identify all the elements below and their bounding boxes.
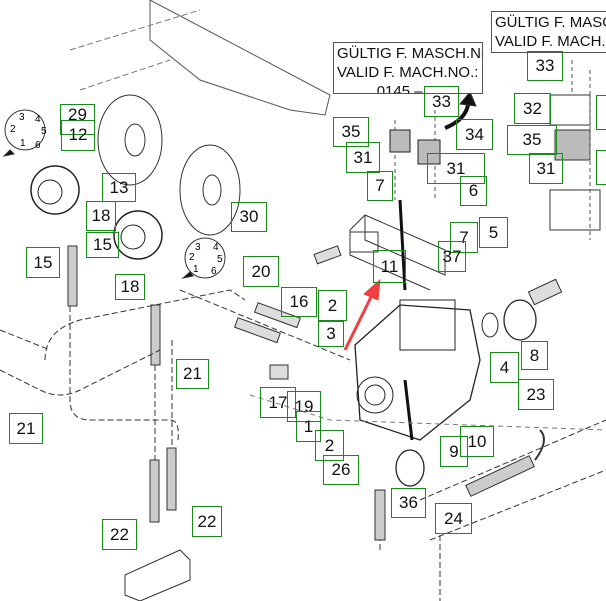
callout-5[interactable]: 5 [479,217,508,248]
callout-7[interactable]: 7 [450,222,478,253]
callout-34[interactable]: 34 [456,119,493,150]
hub-12 [30,165,80,215]
validity-note-line: VALID F. MACH.NO.: [337,64,479,81]
dial-left [4,109,46,151]
callout-35[interactable]: 35 [507,125,557,155]
dial-number: 2 [10,124,16,135]
validity-note-line: GÜLTIG F. MASCH.Nr.: [337,45,483,62]
black-arrow [444,104,470,130]
callout-10[interactable]: 10 [460,426,494,457]
callout-20[interactable]: 20 [243,256,279,287]
callout-2[interactable]: 2 [318,290,347,321]
callout-3[interactable]: 3 [318,321,344,347]
seal-ring-4 [503,299,537,341]
callout-29[interactable]: 29 [60,104,95,135]
dial-number: 4 [213,242,219,253]
callout-21[interactable]: 21 [9,413,43,444]
dial-number: 6 [211,266,217,277]
dial-number: 5 [41,126,47,137]
dial-number: 5 [217,254,223,265]
callout-33[interactable]: 33 [424,86,459,117]
callout-37[interactable]: 37 [438,241,466,272]
callout-13[interactable]: 13 [102,173,136,202]
flange-disc-30 [179,144,241,236]
callout-11[interactable]: 11 [373,250,406,283]
callout-22[interactable]: 22 [192,506,222,537]
callout-31[interactable]: 31 [529,153,563,184]
callout-22[interactable]: 22 [102,519,137,550]
dial-number: 6 [35,140,41,151]
callout-24[interactable]: 24 [435,503,472,534]
pump-body [354,304,481,441]
dial-number: 1 [193,264,199,275]
callout-8[interactable]: 8 [521,341,548,370]
callout-31[interactable]: 31 [346,142,380,173]
dial-number: 4 [35,114,41,125]
frame-plate [149,0,331,116]
callout-6[interactable]: 6 [460,176,487,206]
dial-number: 3 [195,242,201,253]
callout-4[interactable]: 4 [490,352,519,383]
highlight-arrow [343,294,374,351]
callout-33[interactable]: 33 [527,51,563,81]
dial-number: 1 [20,138,26,149]
callout-7[interactable]: 7 [367,171,393,201]
callout-partial [596,95,606,130]
callout-15[interactable]: 15 [26,247,60,278]
flange-disc-29 [97,94,163,186]
dial-right [184,237,226,279]
manifold-block [124,549,191,601]
callout-12[interactable]: 12 [61,120,95,151]
dial-number: 2 [189,252,195,263]
callout-36[interactable]: 36 [391,488,426,518]
callout-30[interactable]: 30 [231,202,267,232]
dial-number: 3 [19,112,25,123]
callout-18[interactable]: 18 [86,201,116,231]
callout-26[interactable]: 26 [323,455,359,485]
validity-note: GÜLTIG F. MASCH.Nr.: VALID F. MACH.NO.: … [333,42,483,94]
callout-17[interactable]: 17 [260,387,296,418]
hub-13 [113,210,163,260]
callout-23[interactable]: 23 [518,379,554,410]
dial-right-numbers: 3 2 1 4 5 6 [185,238,225,278]
callout-1[interactable]: 1 [296,411,321,442]
callout-partial [596,150,606,185]
callout-18[interactable]: 18 [115,274,145,300]
callout-21[interactable]: 21 [176,359,209,389]
dial-left-numbers: 3 4 2 5 1 6 [7,112,47,152]
validity-note-line: VALID F. MACH.N [495,33,606,50]
callout-31[interactable]: 31 [427,153,485,184]
callout-32[interactable]: 32 [514,93,551,124]
callout-9[interactable]: 9 [440,436,468,467]
seal-ring-36 [395,449,425,487]
callout-16[interactable]: 16 [281,287,317,317]
validity-note-right: GÜLTIG F. MASCH VALID F. MACH.N [491,11,606,53]
callout-19[interactable]: 19 [287,391,321,422]
validity-note-serial: 0145 – ... [376,83,440,94]
validity-note-line: GÜLTIG F. MASCH [495,14,606,31]
callout-2[interactable]: 2 [315,430,344,461]
callout-15[interactable]: 15 [86,232,119,258]
callout-35[interactable]: 35 [333,117,369,147]
